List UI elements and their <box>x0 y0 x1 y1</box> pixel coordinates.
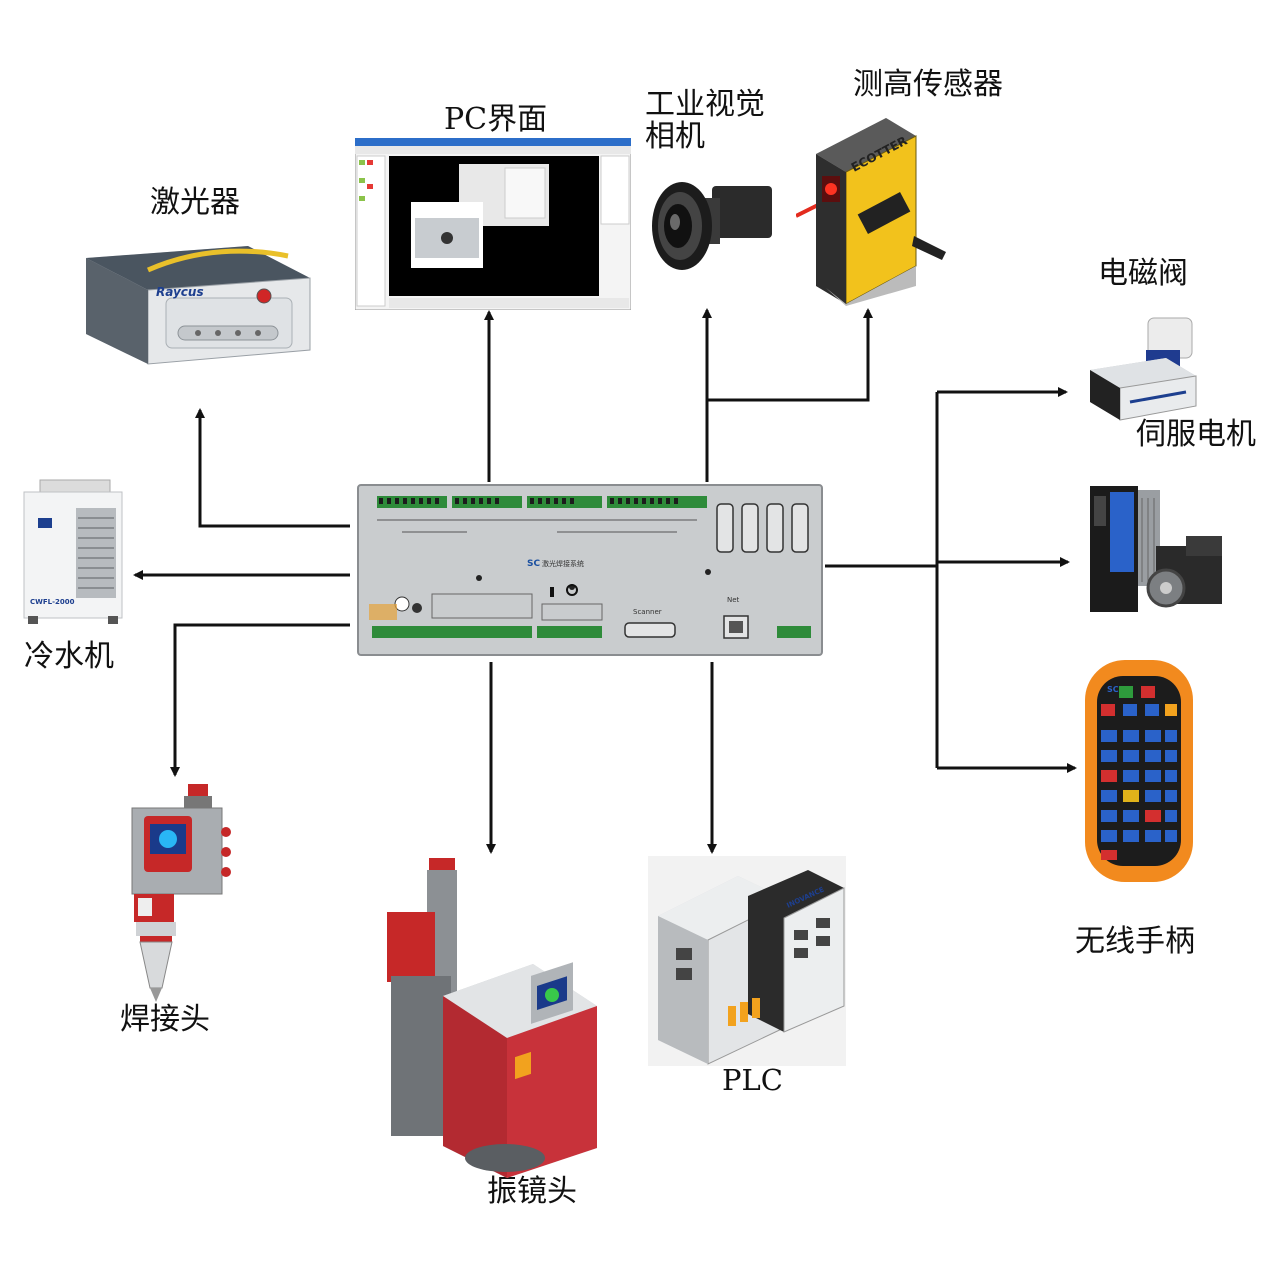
svg-text:激光焊接系统: 激光焊接系统 <box>542 559 584 568</box>
galvo-head-icon <box>383 856 603 1178</box>
laser-source-icon: Raycus <box>78 238 318 366</box>
label-wireless-pendant: 无线手柄 <box>1075 924 1195 959</box>
arrow-to-laser <box>195 408 350 528</box>
servo-motor-icon <box>1086 482 1230 616</box>
label-servo-motor: 伺服电机 <box>1136 417 1256 452</box>
label-plc: PLC <box>722 1063 783 1097</box>
controller-board-icon: SC 激光焊接系统 Scanner Net <box>357 484 823 656</box>
chiller-icon: CWFL-2000 <box>16 478 128 628</box>
controller-port-scanner: Scanner <box>633 608 662 616</box>
height-sensor-icon: ECOTTER CAUTION <box>795 116 956 306</box>
arrow-to-welding-head <box>170 623 350 777</box>
label-pc-ui: PC界面 <box>444 102 548 137</box>
pc-screen-icon <box>354 137 632 311</box>
wireless-pendant-icon: SC <box>1083 658 1195 884</box>
label-vision-camera-line2: 相机 <box>645 119 705 154</box>
controller-brand: SC <box>527 559 540 569</box>
label-height-sensor: 测高传感器 <box>853 67 1003 102</box>
plc-icon: INOVANCE <box>648 856 846 1066</box>
controller-port-net: Net <box>727 596 740 604</box>
label-vision-camera-line1: 工业视觉 <box>645 87 765 122</box>
welding-head-icon <box>126 782 238 1004</box>
camera-icon <box>650 172 776 276</box>
chiller-model: CWFL-2000 <box>30 598 75 606</box>
label-chiller: 冷水机 <box>24 639 114 674</box>
label-solenoid-valve: 电磁阀 <box>1098 256 1188 291</box>
label-welding-head: 焊接头 <box>120 1002 210 1037</box>
arrow-to-height-sensor <box>707 308 873 402</box>
solenoid-valve-icon <box>1086 310 1210 422</box>
pendant-brand: SC <box>1107 685 1119 694</box>
label-galvo-head: 振镜头 <box>487 1174 577 1209</box>
label-laser: 激光器 <box>150 185 240 220</box>
laser-brand: Raycus <box>156 285 204 299</box>
